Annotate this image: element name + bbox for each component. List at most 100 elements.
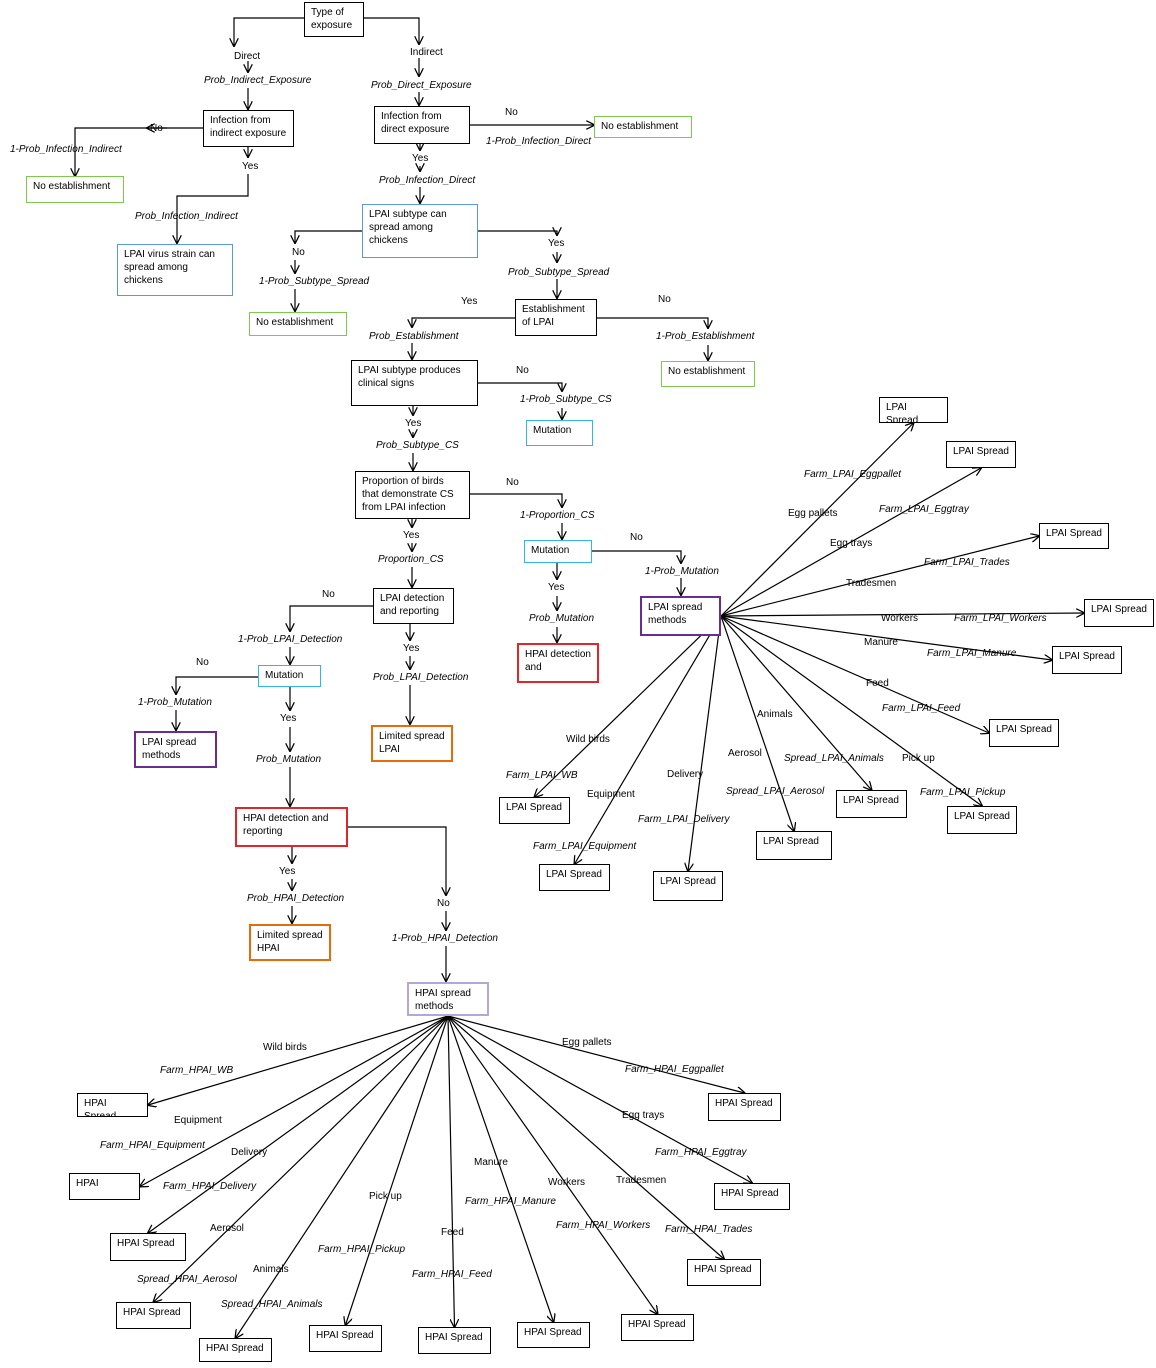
lpai-method-label: Manure: [864, 637, 898, 648]
hpai-spread-line: [447, 1015, 724, 1259]
lpai-method-label: Tradesmen: [846, 578, 897, 589]
edge-label-no2: No: [505, 107, 518, 118]
edge-label-e_direct: Direct: [234, 51, 261, 62]
lpai-method-label: Egg pallets: [788, 508, 838, 519]
connector-line: [597, 317, 708, 328]
node-n12: Mutation: [526, 420, 593, 446]
edge-label-p1_est: 1-Prob_Establishment: [656, 331, 755, 342]
connector-line: [592, 550, 681, 563]
hpai-spread-node: HPAI Spread: [517, 1322, 590, 1348]
edge-label-p1_mut_b: 1-Prob_Mutation: [138, 697, 212, 708]
lpai-spread-line: [720, 423, 914, 617]
edge-label-no10: No: [437, 898, 450, 909]
edge-label-no9: No: [196, 657, 209, 668]
node-n14: Mutation: [524, 540, 592, 563]
edge-label-yes2: Yes: [412, 153, 429, 164]
hpai-method-label: Feed: [441, 1227, 464, 1238]
node-n18: Mutation: [258, 665, 321, 687]
lpai-spread-line: [720, 536, 1039, 617]
lpai-prob-label: Farm_LPAI_Pickup: [920, 787, 1006, 798]
edge-label-p1_sub_cs: 1-Prob_Subtype_CS: [520, 394, 612, 405]
hpai-method-label: Delivery: [231, 1147, 268, 1158]
node-n17: LPAI spread methods: [640, 596, 721, 636]
edge-label-p_inf_dir: Prob_Infection_Direct: [379, 175, 476, 186]
edge-label-p_inf_ind: Prob_Infection_Indirect: [135, 211, 238, 222]
lpai-prob-label: Farm_LPAI_Equipment: [533, 841, 637, 852]
hpai-spread-node: HPAI Spread: [199, 1338, 272, 1362]
hpai-method-label: Equipment: [174, 1115, 222, 1126]
edge-label-yes9: Yes: [280, 713, 297, 724]
lpai-spread-node: LPAI Spread: [879, 397, 948, 423]
hpai-spread-node: HPAI Spread: [687, 1259, 761, 1286]
lpai-method-label: Feed: [866, 678, 889, 689]
lpai-prob-label: Farm_LPAI_Eggtray: [879, 504, 969, 515]
edge-label-p_sub_cs: Prob_Subtype_CS: [376, 440, 459, 451]
hpai-spread-node: HPAI Spread: [309, 1325, 382, 1352]
edge-label-yes7: Yes: [548, 582, 565, 593]
lpai-spread-line: [720, 615, 982, 806]
edge-label-yes5: Yes: [405, 418, 422, 429]
lpai-method-label: Workers: [881, 613, 919, 624]
node-n11: LPAI subtype produces clinical signs: [351, 360, 478, 406]
hpai-spread-node: HPAI Spread: [116, 1302, 191, 1329]
connector-line: [295, 230, 362, 243]
lpai-prob-label: Farm_LPAI_WB: [506, 770, 578, 781]
hpai-spread-line: [346, 1015, 449, 1325]
connector-line: [348, 826, 446, 895]
lpai-spread-line: [720, 615, 872, 790]
lpai-method-label: Delivery: [667, 769, 704, 780]
hpai-prob-label: Farm_HPAI_Delivery: [163, 1181, 257, 1192]
hpai-method-label: Egg trays: [622, 1110, 665, 1121]
edge-label-p_mut_b: Prob_Mutation: [256, 754, 322, 765]
edge-label-yes6: Yes: [403, 530, 420, 541]
node-n10: No establishment: [661, 361, 755, 387]
lpai-spread-node: LPAI Spread: [989, 719, 1059, 747]
hpai-prob-label: Farm_HPAI_Manure: [465, 1196, 556, 1207]
lpai-prob-label: Farm_LPAI_Eggpallet: [804, 469, 902, 480]
edge-label-p1_prop_cs: 1-Proportion_CS: [520, 510, 595, 521]
edge-label-p_est: Prob_Establishment: [369, 331, 459, 342]
lpai-method-label: Animals: [757, 709, 793, 720]
hpai-spread-line: [148, 1015, 449, 1233]
node-n1: Type of exposure: [304, 2, 364, 37]
edge-label-p1_lpai_det: 1-Prob_LPAI_Detection: [238, 634, 343, 645]
edge-label-p_prop_cs: Proportion_CS: [378, 554, 444, 565]
lpai-prob-label: Farm_LPAI_Trades: [924, 557, 1010, 568]
hpai-spread-line: [447, 1015, 658, 1314]
hpai-prob-label: Farm_HPAI_Workers: [556, 1220, 651, 1231]
connector-line: [176, 676, 258, 694]
hpai-spread-node: HPAI Spread: [714, 1183, 790, 1210]
edge-label-p_lpai_det: Prob_LPAI_Detection: [373, 672, 469, 683]
node-n22: Limited spread HPAI: [249, 924, 331, 961]
lpai-spread-line: [720, 468, 981, 617]
node-n6: LPAI subtype can spread among chickens: [362, 204, 478, 258]
edge-label-no4: No: [658, 294, 671, 305]
edge-label-no6: No: [506, 477, 519, 488]
lpai-spread-node: LPAI Spread: [947, 806, 1017, 834]
hpai-spread-line: [154, 1015, 449, 1302]
edge-label-no3: No: [292, 247, 305, 258]
lpai-spread-node: LPAI Spread: [1084, 599, 1154, 627]
lpai-spread-node: LPAI Spread: [499, 797, 570, 824]
connector-line: [177, 174, 249, 243]
hpai-spread-node: HPAI Spread: [77, 1093, 148, 1117]
edge-label-yes3: Yes: [548, 238, 565, 249]
hpai-spread-line: [447, 1015, 554, 1322]
node-n4: No establishment: [26, 176, 124, 203]
edge-label-no1: No: [150, 123, 163, 134]
edge-label-no7: No: [630, 532, 643, 543]
hpai-method-label: Manure: [474, 1157, 508, 1168]
lpai-spread-node: LPAI Spread: [1039, 523, 1109, 549]
hpai-spread-node: HPAI Spread: [708, 1093, 781, 1121]
lpai-spread-node: LPAI Spread: [756, 831, 832, 860]
node-n7: LPAI virus strain can spread among chick…: [117, 244, 233, 296]
edge-label-p1_hpai_det: 1-Prob_HPAI_Detection: [392, 933, 498, 944]
lpai-spread-line: [720, 615, 794, 831]
connector-line: [364, 17, 419, 44]
hpai-prob-label: Spread_HPAI_Animals: [221, 1299, 323, 1310]
edge-label-p1_sub_spread: 1-Prob_Subtype_Spread: [259, 276, 370, 287]
hpai-prob-label: Farm_HPAI_Feed: [412, 1269, 492, 1280]
node-n16: HPAI detection and: [517, 643, 599, 683]
node-n5: No establishment: [594, 116, 692, 138]
edge-label-p_direct_exp: Prob_Direct_Exposure: [371, 80, 472, 91]
